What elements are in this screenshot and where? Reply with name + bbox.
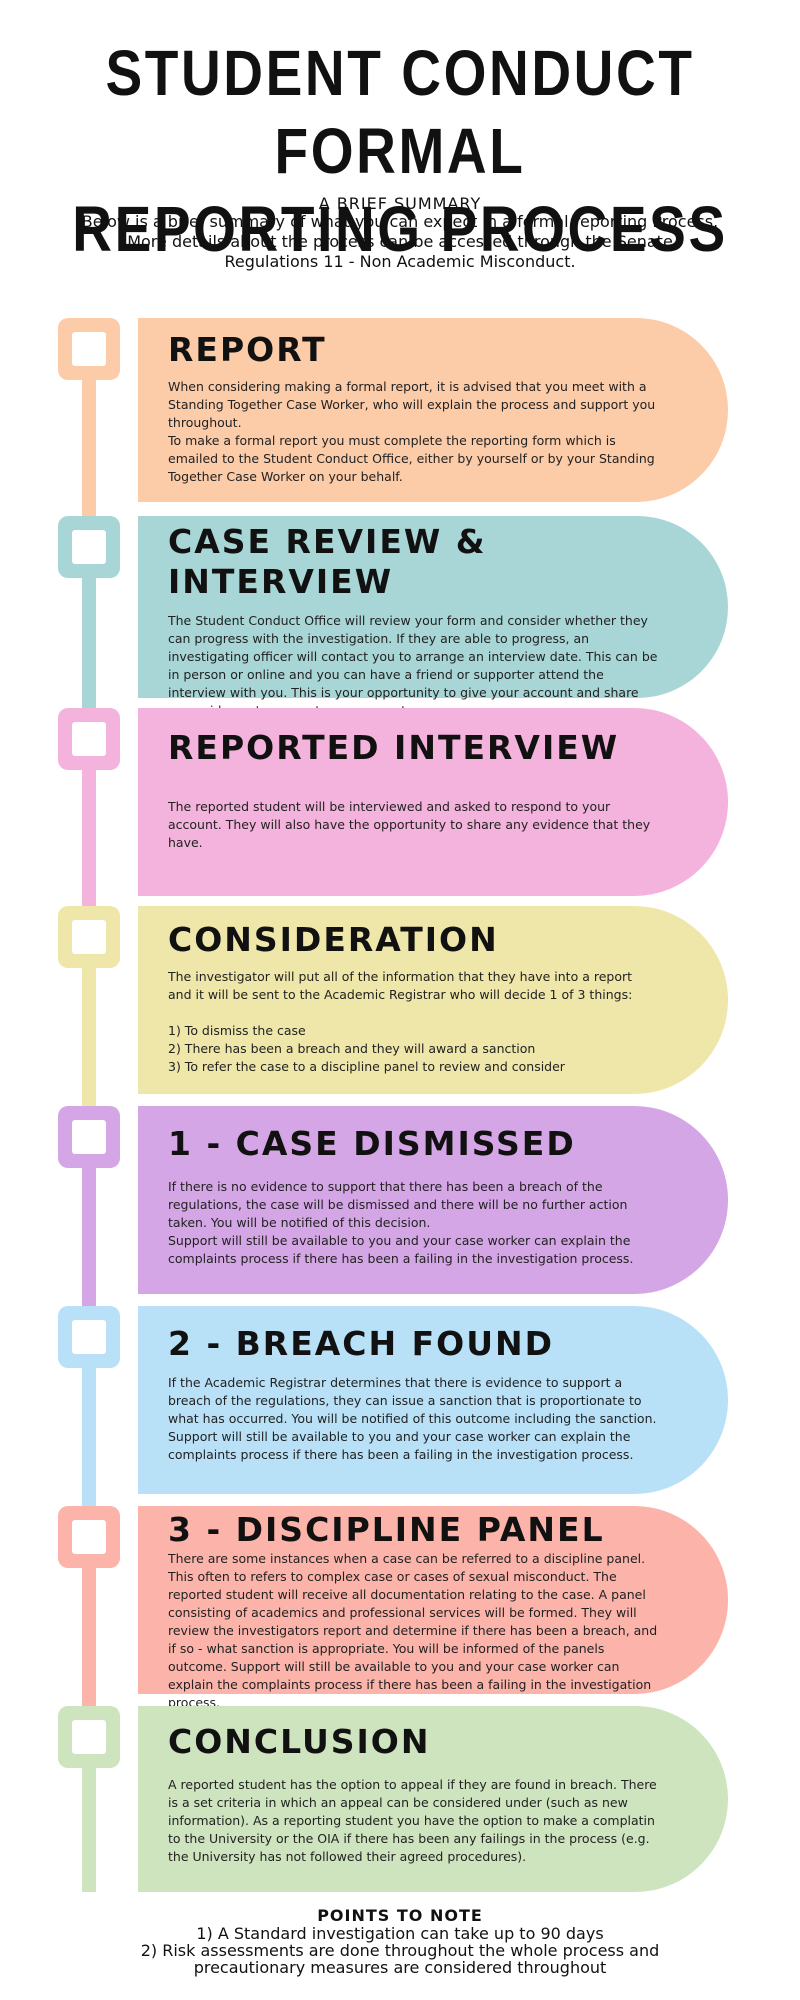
step-body: If the Academic Registrar determines tha… bbox=[168, 1375, 657, 1462]
timeline-track bbox=[82, 1540, 96, 1720]
timeline-track bbox=[82, 740, 96, 920]
timeline-track bbox=[82, 540, 96, 720]
step-card: CASE REVIEW & INTERVIEW The Student Cond… bbox=[138, 516, 728, 718]
title-line-2: REPORTING PROCESS bbox=[72, 193, 728, 265]
step-card: CONSIDERATION The investigator will put … bbox=[138, 906, 728, 1094]
timeline-track bbox=[82, 940, 96, 1120]
timeline-node bbox=[58, 1106, 120, 1168]
step-title: CASE REVIEW & INTERVIEW bbox=[168, 522, 487, 601]
subtitle: A BRIEF SUMMARY bbox=[318, 194, 482, 213]
step-title: CONCLUSION bbox=[168, 1722, 431, 1761]
step-title: REPORTED INTERVIEW bbox=[168, 728, 620, 767]
timeline-node bbox=[58, 1506, 120, 1568]
list-item: 2) Risk assessments are done throughout … bbox=[140, 1941, 660, 1977]
step-title: 2 - BREACH FOUND bbox=[168, 1324, 555, 1363]
timeline-node bbox=[58, 318, 120, 380]
timeline-node bbox=[58, 1306, 120, 1368]
points-to-note-list: 1) A Standard investigation can take up … bbox=[0, 1925, 800, 1976]
step-card: REPORTED INTERVIEW The reported student … bbox=[138, 708, 728, 896]
step-body: When considering making a formal report,… bbox=[168, 379, 656, 484]
points-to-note-title: POINTS TO NOTE bbox=[317, 1906, 483, 1925]
step-body: If there is no evidence to support that … bbox=[168, 1179, 634, 1266]
step-card: 2 - BREACH FOUND If the Academic Registr… bbox=[138, 1306, 728, 1494]
step-title: CONSIDERATION bbox=[168, 920, 499, 959]
title: STUDENT CONDUCT FORMAL REPORTING PROCESS bbox=[56, 34, 744, 268]
step-card: 3 - DISCIPLINE PANEL There are some inst… bbox=[138, 1506, 728, 1710]
step-body: The reported student will be interviewed… bbox=[168, 799, 651, 850]
timeline-node bbox=[58, 1706, 120, 1768]
step-title: 1 - CASE DISMISSED bbox=[168, 1124, 576, 1163]
timeline-track bbox=[82, 1340, 96, 1520]
step-body: There are some instances when a case can… bbox=[168, 1551, 658, 1710]
timeline-node bbox=[58, 708, 120, 770]
step-body: The Student Conduct Office will review y… bbox=[168, 613, 658, 718]
title-line-1: STUDENT CONDUCT FORMAL bbox=[105, 37, 695, 187]
step-title: REPORT bbox=[168, 330, 327, 369]
list-item: 1) A Standard investigation can take up … bbox=[196, 1924, 604, 1943]
timeline-track bbox=[82, 1740, 96, 1892]
step-body: The investigator will put all of the inf… bbox=[168, 969, 633, 1074]
timeline-node bbox=[58, 906, 120, 968]
step-body: A reported student has the option to app… bbox=[168, 1777, 657, 1864]
step-card: REPORT When considering making a formal … bbox=[138, 318, 728, 502]
step-title: 3 - DISCIPLINE PANEL bbox=[168, 1510, 605, 1549]
intro-text: Below is a brief summary of what you can… bbox=[81, 212, 719, 271]
step-card: 1 - CASE DISMISSED If there is no eviden… bbox=[138, 1106, 728, 1294]
timeline-track bbox=[82, 1140, 96, 1320]
timeline-node bbox=[58, 516, 120, 578]
step-card: CONCLUSION A reported student has the op… bbox=[138, 1706, 728, 1892]
